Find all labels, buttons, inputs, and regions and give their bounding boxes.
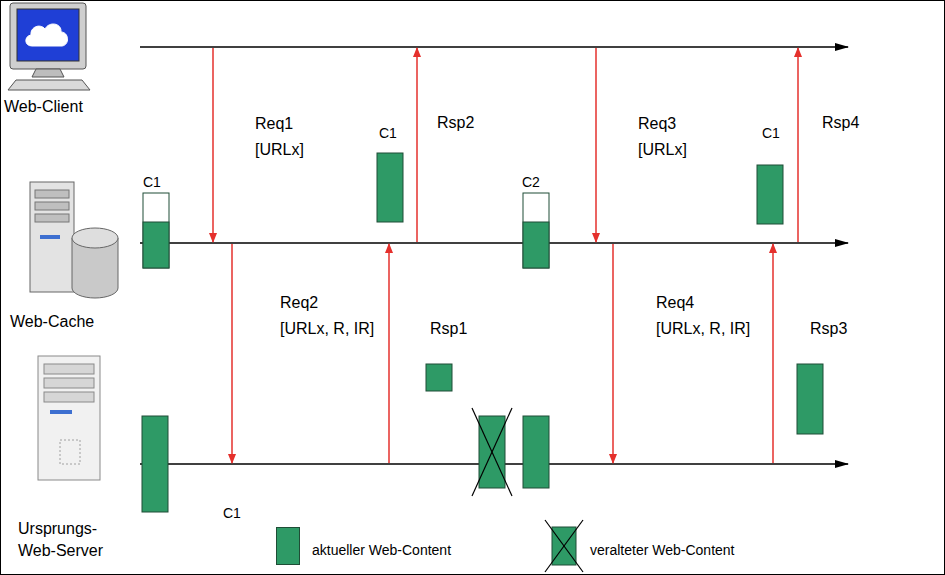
legend-outdated-cross — [545, 520, 583, 572]
actor-box: Ursprungs-Web-Server — [18, 518, 116, 562]
response-content-block — [757, 165, 783, 224]
text-line: Req4 — [656, 290, 750, 316]
cache-content-block — [523, 193, 549, 268]
monitor-screen — [17, 9, 79, 61]
cache-content-block — [143, 193, 169, 268]
response-arrow — [797, 48, 799, 242]
actor-box: Web-Cache — [10, 311, 130, 333]
status-light — [40, 235, 60, 239]
text-line: Req3 — [638, 111, 687, 137]
vent-grille — [60, 440, 80, 464]
actor-box: Web-Client — [4, 96, 124, 118]
response-arrow — [388, 244, 390, 463]
monitor-frame — [10, 3, 86, 69]
cache-icon — [30, 182, 118, 298]
drive-bay — [35, 214, 69, 222]
request-label: Req3 [URLx] — [638, 111, 687, 163]
legend-text: veralteter Web-Content — [590, 541, 734, 559]
outdated-cross — [472, 408, 512, 496]
client-icon — [8, 3, 90, 90]
request-arrow — [231, 244, 233, 463]
drive-bay — [44, 364, 94, 374]
content-label: C1 — [223, 504, 241, 522]
text-line: Req1 — [255, 111, 304, 137]
cache-content-fill — [523, 222, 549, 268]
drive-bay — [35, 202, 69, 210]
actor-name: Web-Cache — [10, 311, 130, 333]
server-content-block — [142, 416, 168, 512]
server-content-block — [523, 416, 549, 488]
request-label: Req1 [URLx] — [255, 111, 304, 163]
actor-name: Web-Client — [4, 96, 124, 118]
response-content-block — [426, 364, 452, 391]
legend-text: aktueller Web-Content — [312, 541, 451, 559]
status-light — [50, 410, 72, 414]
text-line: Req2 — [280, 290, 374, 316]
response-label: Rsp4 — [822, 110, 859, 136]
drive-bay — [35, 190, 69, 198]
content-label: C1 — [379, 124, 397, 142]
request-label: Req4 [URLx, R, IR] — [656, 290, 750, 342]
cache-lifeline — [140, 242, 848, 244]
response-content-block — [797, 364, 823, 434]
content-label: C1 — [143, 173, 161, 191]
response-label: Rsp3 — [810, 316, 847, 342]
drive-bay — [44, 392, 94, 402]
response-arrow — [772, 244, 774, 463]
request-arrow — [595, 48, 597, 242]
request-label: Req2 [URLx, R, IR] — [280, 290, 374, 342]
content-label: C2 — [522, 173, 540, 191]
request-arrow — [212, 48, 214, 242]
actor-name: Ursprungs-Web-Server — [18, 518, 116, 562]
response-label: Rsp2 — [437, 110, 474, 136]
monitor-stand — [32, 69, 64, 77]
response-content-block — [377, 153, 403, 222]
client-lifeline — [140, 46, 848, 48]
legend-outdated-cross — [545, 520, 583, 572]
server-tower — [30, 182, 74, 292]
keyboard — [8, 80, 90, 90]
disk-top — [72, 228, 118, 248]
response-arrow — [416, 48, 418, 242]
server-tower — [38, 356, 100, 480]
cache-content-fill — [143, 222, 169, 268]
drive-bay — [44, 378, 94, 388]
cloud-symbol — [26, 24, 68, 46]
outdated-cross — [472, 408, 512, 496]
request-arrow — [612, 244, 614, 463]
response-label: Rsp1 — [430, 316, 467, 342]
content-label: C1 — [762, 124, 780, 142]
legend-swatch — [276, 527, 300, 565]
server-icon — [38, 356, 100, 480]
